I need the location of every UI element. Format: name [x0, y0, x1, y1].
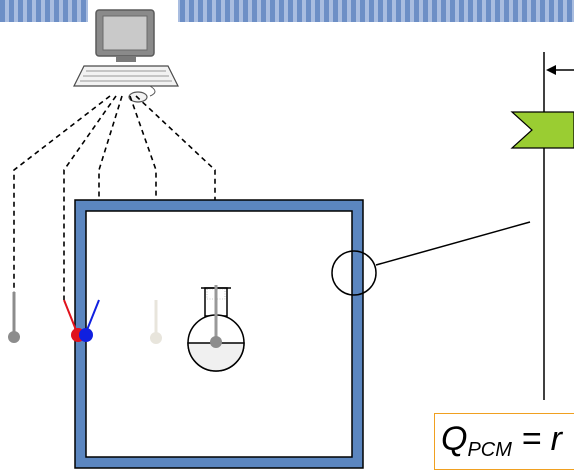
- equation-symbol: Q: [441, 420, 468, 458]
- magnifier-circle: [331, 250, 377, 296]
- green-flag: [510, 111, 574, 149]
- arrow-left-icon: [546, 65, 574, 75]
- probe-ambient: [8, 292, 20, 343]
- equation-box: QPCM = r: [434, 413, 574, 470]
- round-bottom-flask-icon: [187, 285, 245, 372]
- top-stripe-band: [0, 0, 574, 22]
- equation-subscript: PCM: [467, 439, 512, 461]
- probe-wall-thermocouple: [63, 299, 100, 342]
- equation-rest: = r: [511, 420, 562, 458]
- magnifier-leader: [375, 221, 531, 266]
- heat-equation: QPCM = r: [441, 420, 562, 462]
- desktop-computer-icon: [73, 9, 179, 103]
- probe-air: [150, 300, 162, 344]
- tank-inner-space: [85, 210, 353, 458]
- cable-2: [63, 95, 117, 300]
- cable-1: [13, 95, 111, 292]
